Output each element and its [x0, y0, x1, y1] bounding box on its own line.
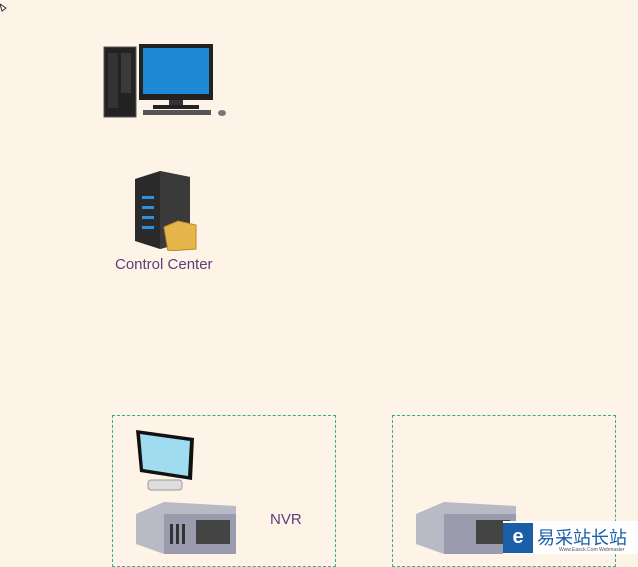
control-center-label: Control Center — [115, 256, 213, 273]
monitor-icon — [136, 430, 194, 491]
watermark: e 易采站长站 Www.Easck.Com Webmaster — [503, 521, 638, 554]
desktop-computer-icon[interactable] — [103, 43, 228, 118]
watermark-text: 易采站长站 — [537, 527, 627, 548]
server-with-folder-icon[interactable] — [130, 171, 200, 251]
nvr-label: NVR — [270, 511, 302, 528]
cursor-icon — [0, 3, 7, 12]
watermark-subtext: Www.Easck.Com Webmaster — [559, 547, 625, 553]
watermark-logo-icon: e — [503, 522, 533, 553]
nvr-device-icon — [136, 502, 236, 554]
